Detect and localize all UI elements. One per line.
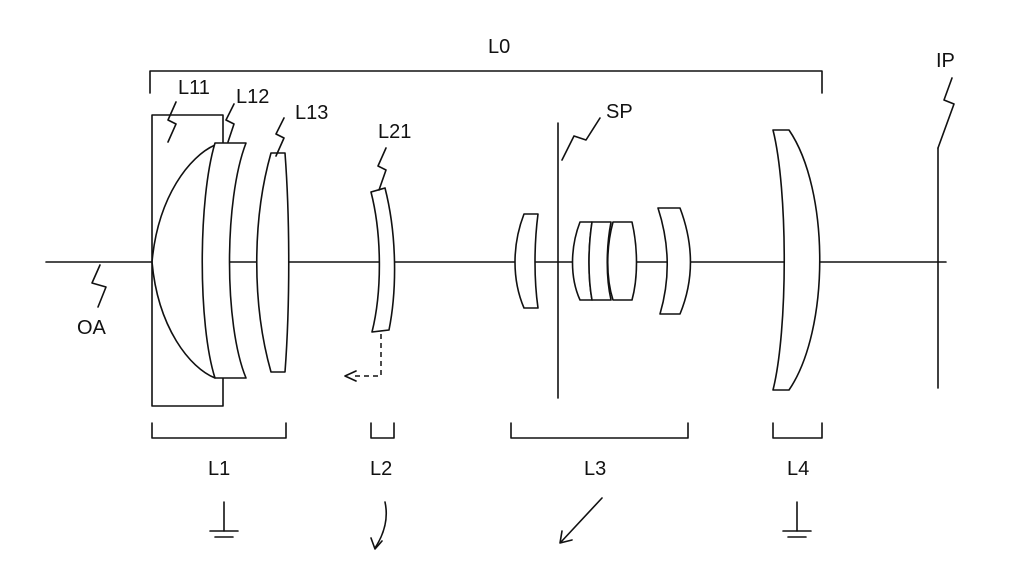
lens-l11-leader	[167, 101, 177, 143]
lens-l21-label: L21	[378, 121, 411, 143]
lens-l13-label: L13	[295, 102, 328, 124]
optical-axis-leader	[91, 264, 107, 308]
lens-l12	[201, 142, 247, 379]
lens-l4	[772, 129, 821, 391]
lens-l21-leader	[377, 147, 387, 191]
lens-l3-element-c	[607, 221, 638, 301]
lens-l12-label: L12	[236, 86, 269, 108]
group-l2-label: L2	[370, 458, 392, 480]
lens-l13-leader	[275, 117, 285, 157]
lens-l3-rear	[657, 207, 692, 315]
lens-l11-label: L11	[178, 77, 210, 99]
lens-l21	[370, 187, 396, 333]
lens-l3-front	[514, 213, 539, 309]
group-l4-bracket	[772, 422, 823, 439]
overall-group-label: L0	[488, 36, 510, 58]
group-l1-bracket	[151, 422, 287, 439]
group-l1-label: L1	[208, 458, 230, 480]
l2-movement-arrowhead	[344, 370, 357, 382]
group-l4-label: L4	[787, 458, 809, 480]
image-plane-label: IP	[936, 50, 955, 72]
group-l3-bracket	[510, 422, 689, 439]
optical-axis-label: OA	[77, 317, 107, 339]
aperture-stop-leader	[561, 117, 601, 161]
group-l1-fixed-ground-icon	[209, 501, 239, 538]
lens-l12-leader	[225, 103, 235, 143]
group-l2-movement-arrow-icon	[370, 501, 388, 550]
l2-movement-dashed-path	[352, 334, 382, 377]
group-l2-bracket	[370, 422, 395, 439]
lens-l3-element-b	[588, 221, 612, 301]
aperture-stop-label: SP	[606, 101, 633, 123]
lens-l13	[256, 152, 290, 373]
image-plane-leader	[937, 77, 955, 149]
group-l3-movement-arrow-icon	[559, 497, 603, 544]
group-l4-fixed-ground-icon	[782, 501, 812, 538]
overall-group-bracket	[149, 70, 823, 94]
group-l3-label: L3	[584, 458, 606, 480]
